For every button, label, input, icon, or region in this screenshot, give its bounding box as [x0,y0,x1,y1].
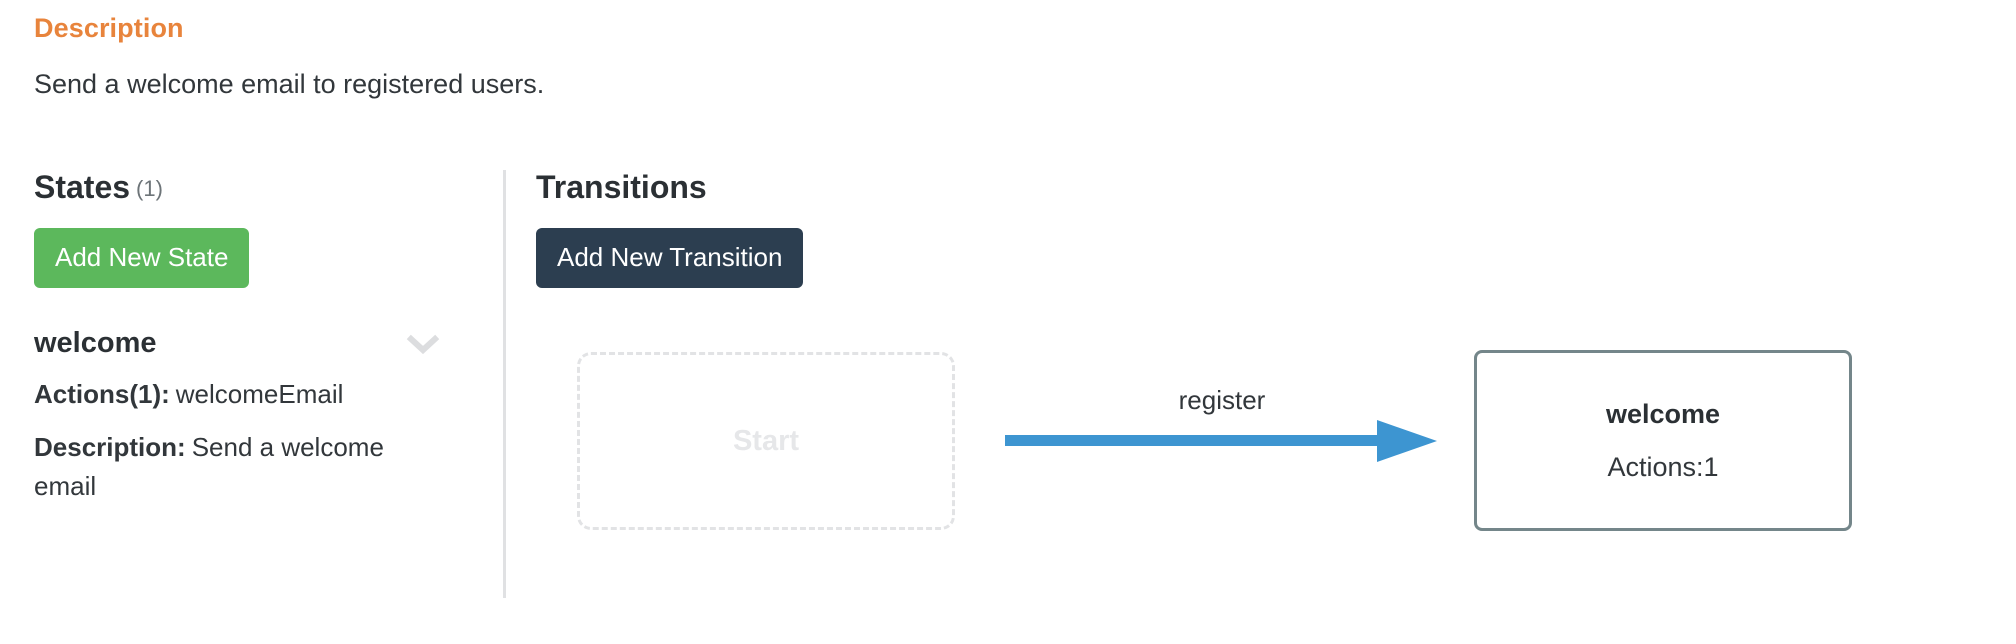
add-new-state-button[interactable]: Add New State [34,228,250,289]
state-actions-label: Actions(1): [34,379,170,410]
state-actions-value: welcomeEmail [175,379,344,410]
description-section: Description Send a welcome email to regi… [34,12,1934,102]
state-description-value: Send a welcome email [34,432,384,502]
state-description-label: Description: [34,432,186,463]
description-text: Send a welcome email to registered users… [34,69,545,100]
graph-start-node-label: Start [732,424,800,457]
graph-start-node[interactable]: Start [577,352,955,530]
transitions-panel-title: Transitions [536,169,707,205]
state-list-item[interactable]: welcome Actions(1):welcomeEmail Descript… [34,326,454,506]
graph-state-node-title: welcome [1605,399,1721,430]
states-panel: States(1) Add New State welcome Actions(… [34,168,474,506]
state-item-header[interactable]: welcome [34,326,440,361]
chevron-down-icon[interactable] [406,333,440,355]
panels-container: States(1) Add New State welcome Actions(… [0,168,2016,644]
state-actions-row: Actions(1):welcomeEmail [34,375,434,414]
graph-state-node-welcome[interactable]: welcome Actions:1 [1474,350,1852,531]
states-panel-title: States(1) [34,168,474,206]
states-title-text: States [34,169,131,205]
add-new-transition-button[interactable]: Add New Transition [536,228,804,289]
state-description-row: Description:Send a welcome email [34,428,434,506]
state-list: welcome Actions(1):welcomeEmail Descript… [34,326,474,506]
transitions-panel: Transitions Add New Transition [536,168,1976,289]
graph-state-node-actions: Actions:1 [1607,451,1719,482]
description-heading: Description [34,13,184,43]
states-count: (1) [136,176,163,201]
state-name: welcome [34,327,157,360]
column-divider [503,170,506,598]
